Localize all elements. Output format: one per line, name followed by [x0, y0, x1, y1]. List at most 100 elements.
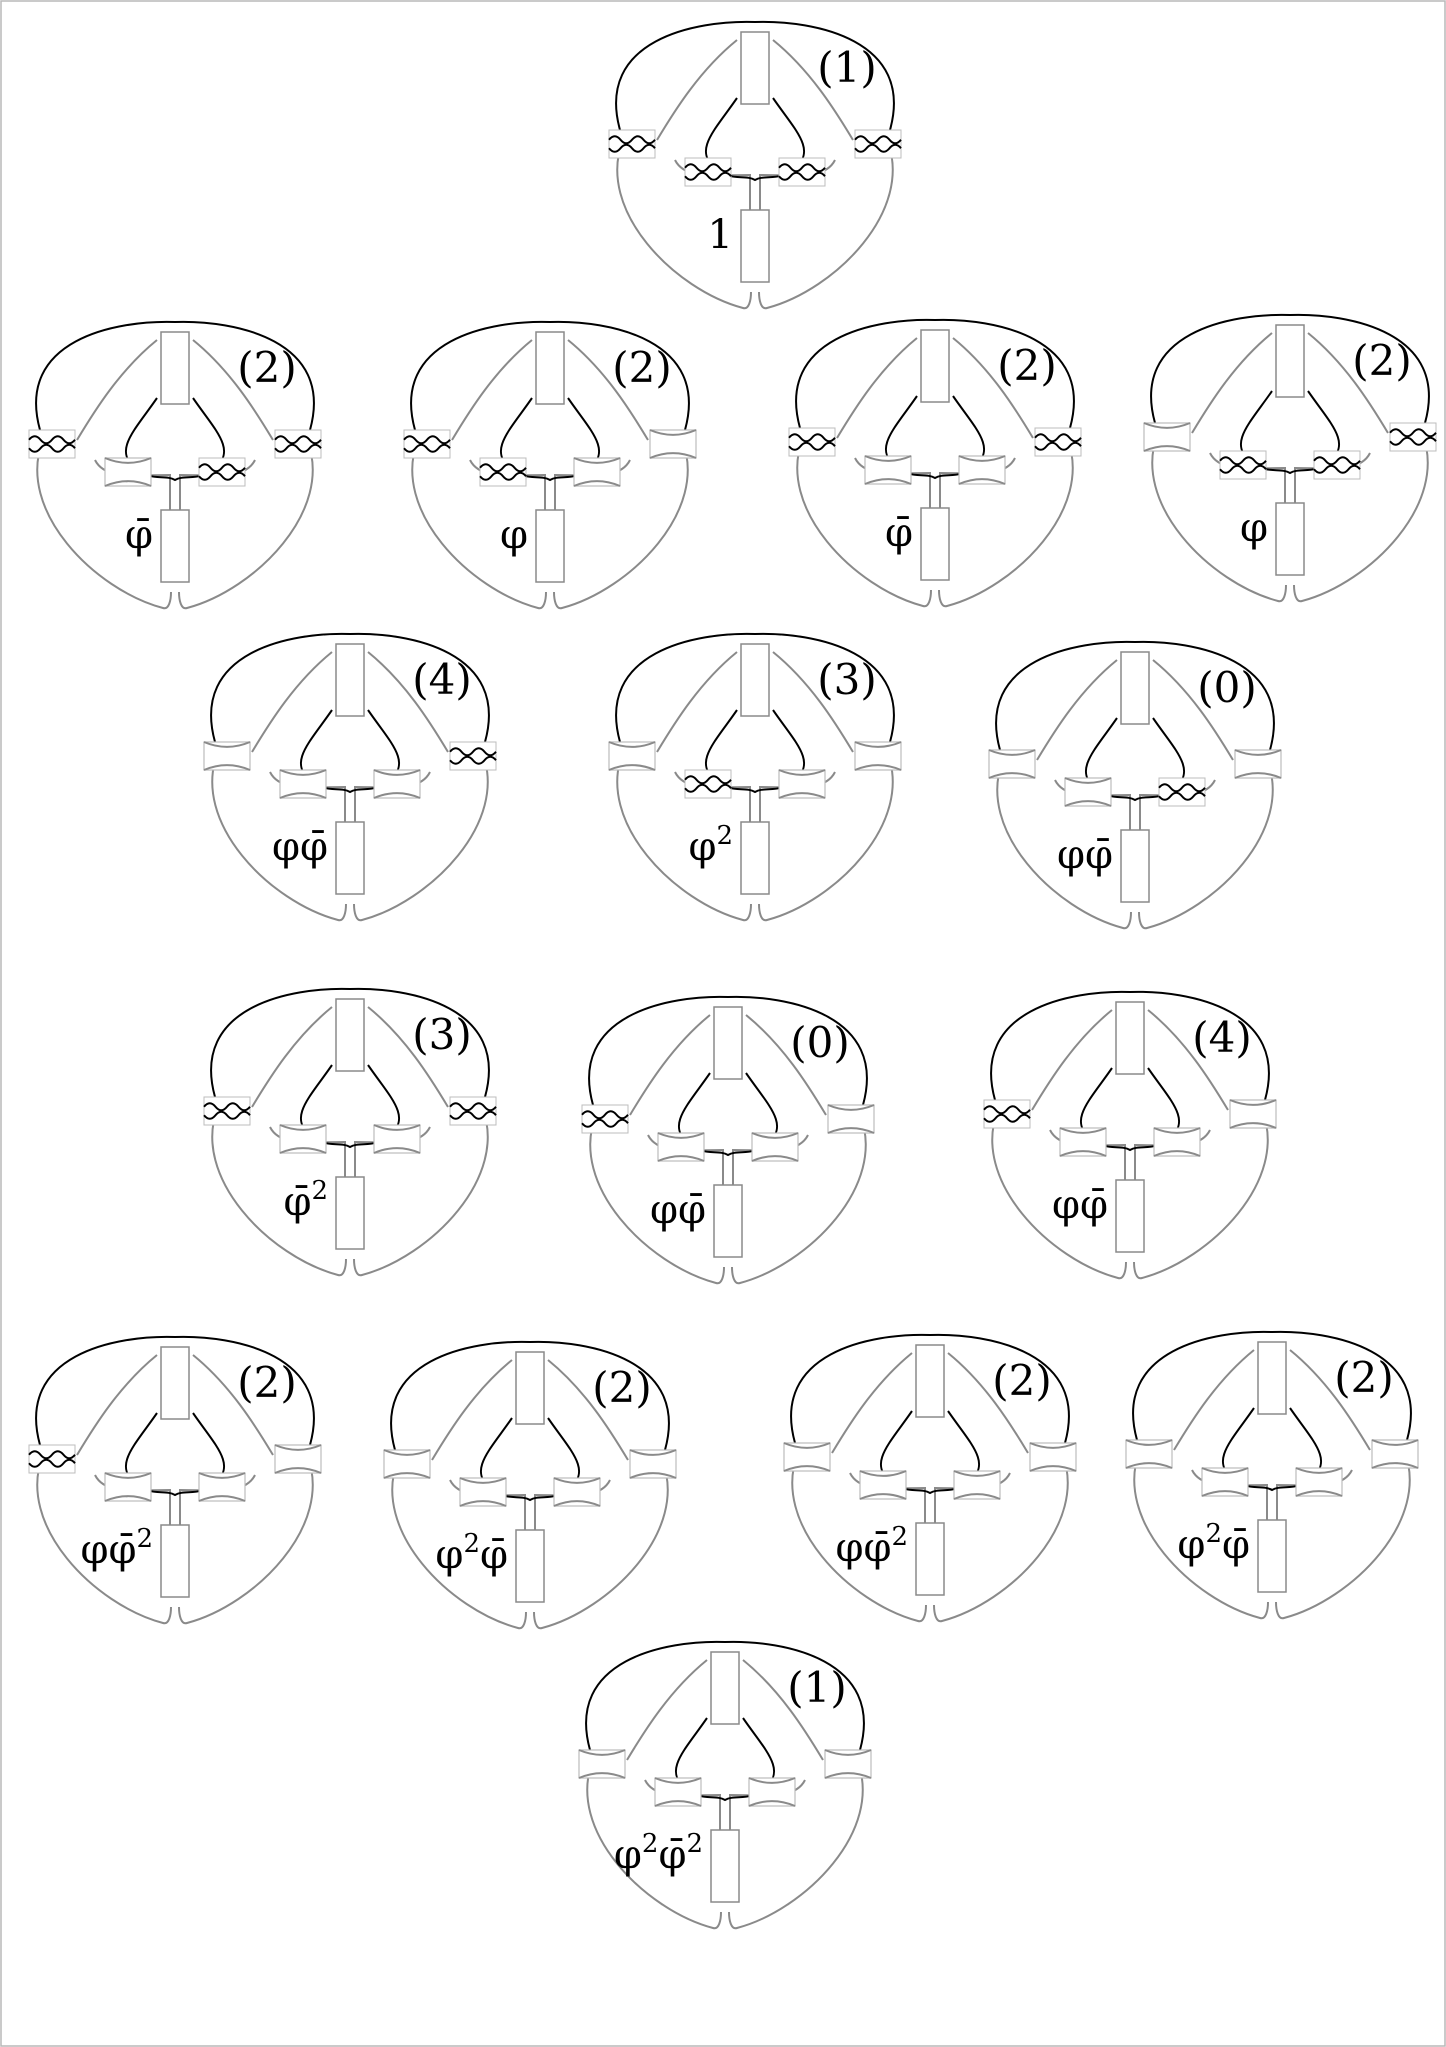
inner-right-crossing	[953, 1470, 1001, 1500]
outer-right-crossing	[827, 1104, 875, 1134]
inner-right-crossing	[1313, 450, 1361, 480]
top-box	[915, 1344, 945, 1418]
monomial-label: φφ̄2​	[835, 1522, 908, 1571]
top-box	[160, 331, 190, 405]
braid-diagram: (2) φ̄	[28, 320, 322, 610]
weight-label: (0)	[1197, 663, 1257, 712]
inner-left-crossing	[1064, 777, 1112, 807]
outer-left-crossing	[1125, 1439, 1173, 1469]
outer-right-crossing	[449, 741, 497, 771]
bottom-box	[1257, 1519, 1287, 1593]
braid-diagram: (2)φ̄	[788, 318, 1082, 608]
outer-right-crossing	[1371, 1439, 1419, 1469]
inner-left-crossing	[684, 157, 732, 187]
braid-diagram: (2) φφ̄2​	[783, 1333, 1077, 1623]
weight-label: (2)	[237, 343, 297, 392]
monomial-label: φφ̄	[272, 824, 328, 870]
monomial-label: 1	[708, 212, 733, 258]
inner-right-crossing	[958, 455, 1006, 485]
outer-left-crossing	[383, 1449, 431, 1479]
outer-left-crossing	[988, 749, 1036, 779]
bottom-box	[915, 1522, 945, 1596]
monomial-label: φφ̄2​	[80, 1524, 153, 1573]
inner-left-crossing	[459, 1477, 507, 1507]
bottom-box	[535, 509, 565, 583]
weight-label: (2)	[592, 1363, 652, 1412]
weight-label: (4)	[412, 655, 472, 704]
outer-right-crossing	[274, 429, 322, 459]
braid-diagram: (3)φ̄2​	[203, 987, 497, 1277]
braid-diagram: (4) φφ̄	[983, 990, 1277, 1280]
outer-right-crossing	[854, 741, 902, 771]
inner-left-crossing	[104, 1472, 152, 1502]
inner-left-crossing	[479, 457, 527, 487]
weight-label: (0)	[790, 1018, 850, 1067]
weight-label: (1)	[787, 1663, 847, 1712]
braid-diagram: (2) φ2​φ̄	[383, 1340, 677, 1630]
outer-left-crossing	[578, 1749, 626, 1779]
outer-left-crossing	[788, 427, 836, 457]
top-box	[920, 329, 950, 403]
inner-left-crossing	[859, 1470, 907, 1500]
inner-left-crossing	[1219, 450, 1267, 480]
outer-right-crossing	[1234, 749, 1282, 779]
weight-label: (2)	[612, 343, 672, 392]
outer-left-crossing	[28, 429, 76, 459]
top-box	[740, 31, 770, 105]
outer-right-crossing	[449, 1096, 497, 1126]
inner-right-crossing	[778, 157, 826, 187]
inner-right-crossing	[1295, 1467, 1343, 1497]
weight-label: (3)	[412, 1010, 472, 1059]
bottom-box	[1120, 829, 1150, 903]
bottom-box	[160, 509, 190, 583]
weight-label: (1)	[817, 43, 877, 92]
top-box	[335, 998, 365, 1072]
outer-left-crossing	[203, 741, 251, 771]
monomial-label: φφ̄	[1052, 1182, 1108, 1228]
bottom-box	[710, 1829, 740, 1903]
bottom-box	[1115, 1179, 1145, 1253]
monomial-label: φ2​	[688, 821, 733, 870]
inner-right-crossing	[198, 457, 246, 487]
weight-label: (2)	[992, 1356, 1052, 1405]
inner-right-crossing	[748, 1777, 796, 1807]
braid-diagram: (4) φφ̄	[203, 632, 497, 922]
braid-diagram: (2) φφ̄2​	[28, 1335, 322, 1625]
weight-label: (2)	[997, 341, 1057, 390]
weight-label: (2)	[1334, 1353, 1394, 1402]
weight-label: (3)	[817, 655, 877, 704]
outer-right-crossing	[854, 129, 902, 159]
inner-left-crossing	[1059, 1127, 1107, 1157]
outer-left-crossing	[581, 1104, 629, 1134]
monomial-label: φ̄	[125, 512, 153, 558]
bottom-box	[335, 821, 365, 895]
inner-right-crossing	[373, 1124, 421, 1154]
outer-right-crossing	[629, 1449, 677, 1479]
monomial-label: φ2​φ̄	[435, 1529, 508, 1578]
inner-right-crossing	[1158, 777, 1206, 807]
weight-label: (4)	[1192, 1013, 1252, 1062]
outer-right-crossing	[649, 429, 697, 459]
outer-left-crossing	[608, 129, 656, 159]
inner-left-crossing	[654, 1777, 702, 1807]
outer-right-crossing	[1029, 1442, 1077, 1472]
inner-left-crossing	[104, 457, 152, 487]
bottom-box	[1275, 502, 1305, 576]
outer-left-crossing	[1143, 422, 1191, 452]
weight-label: (2)	[1352, 336, 1412, 385]
bottom-box	[740, 209, 770, 283]
inner-right-crossing	[553, 1477, 601, 1507]
inner-left-crossing	[684, 769, 732, 799]
braid-diagram: (2)φ2​φ̄	[1125, 1330, 1419, 1620]
outer-left-crossing	[203, 1096, 251, 1126]
inner-right-crossing	[573, 457, 621, 487]
inner-left-crossing	[657, 1132, 705, 1162]
outer-right-crossing	[1229, 1099, 1277, 1129]
monomial-label: φφ̄	[1057, 832, 1113, 878]
outer-left-crossing	[783, 1442, 831, 1472]
monomial-label: φ	[1240, 505, 1268, 551]
top-box	[1257, 1341, 1287, 1415]
weight-label: (2)	[237, 1358, 297, 1407]
